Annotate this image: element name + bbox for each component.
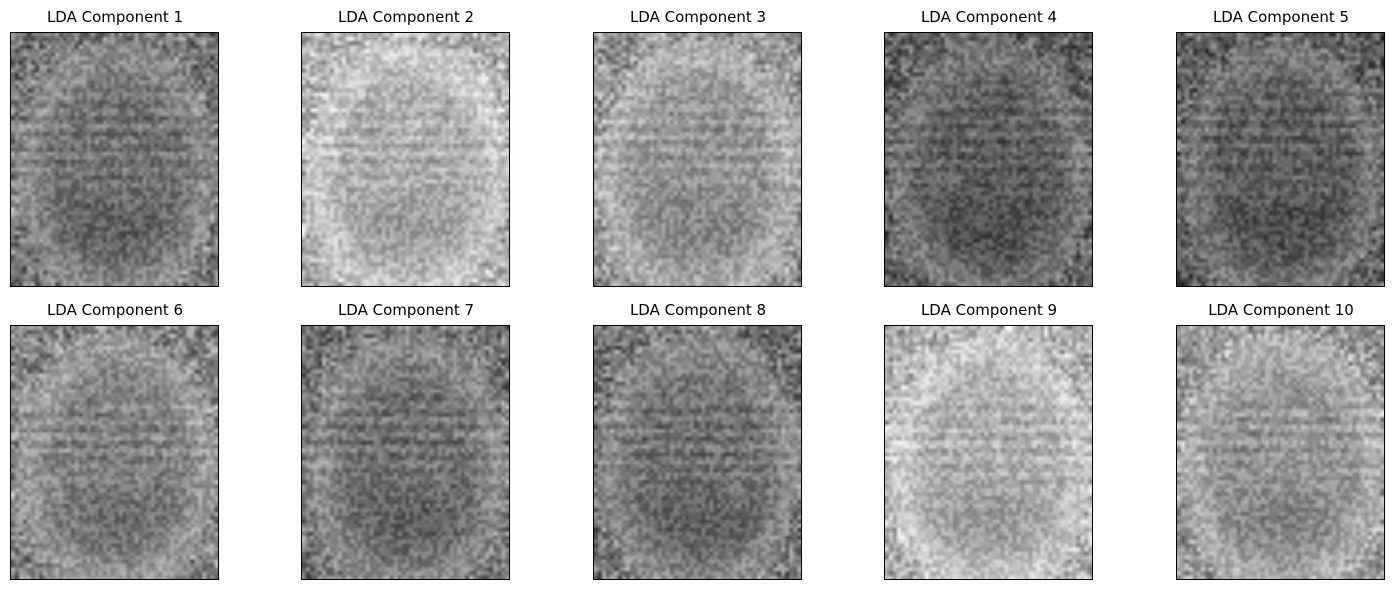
panel-title: LDA Component 5 xyxy=(1212,8,1350,26)
lda-component-image xyxy=(1176,325,1385,580)
lda-component-image xyxy=(884,325,1093,580)
lda-component-image xyxy=(593,325,802,580)
eigenface-canvas xyxy=(302,33,509,286)
panel-title: LDA Component 6 xyxy=(46,301,184,319)
eigenface-canvas xyxy=(1177,326,1384,579)
lda-component-image xyxy=(10,32,219,287)
lda-component-image xyxy=(301,32,510,287)
panel-title: LDA Component 3 xyxy=(629,8,767,26)
panel-title: LDA Component 4 xyxy=(920,8,1058,26)
eigenface-canvas xyxy=(885,33,1092,286)
eigenface-canvas xyxy=(594,33,801,286)
panel-title: LDA Component 10 xyxy=(1208,301,1354,319)
lda-component-image xyxy=(301,325,510,580)
lda-component-image xyxy=(884,32,1093,287)
eigenface-canvas xyxy=(1177,33,1384,286)
panel-title: LDA Component 9 xyxy=(920,301,1058,319)
lda-component-image xyxy=(1176,32,1385,287)
lda-component-image xyxy=(593,32,802,287)
panel-title: LDA Component 7 xyxy=(337,301,475,319)
eigenface-canvas xyxy=(302,326,509,579)
lda-component-image xyxy=(10,325,219,580)
panel-title: LDA Component 2 xyxy=(337,8,475,26)
eigenface-canvas xyxy=(594,326,801,579)
panel-title: LDA Component 8 xyxy=(629,301,767,319)
eigenface-canvas xyxy=(11,33,218,286)
panel-title: LDA Component 1 xyxy=(46,8,184,26)
eigenface-canvas xyxy=(885,326,1092,579)
eigenface-canvas xyxy=(11,326,218,579)
